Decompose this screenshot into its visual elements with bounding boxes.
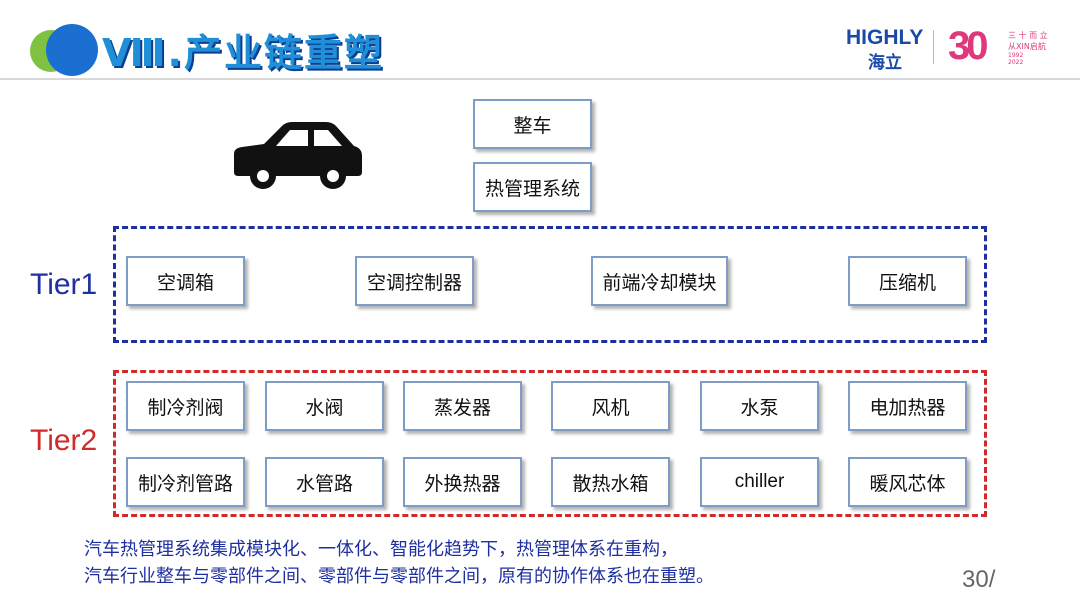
anniversary-slogan-2: 从XIN启航 [1008, 42, 1046, 51]
tier1-label: Tier1 [30, 268, 98, 301]
anniversary-year-start: 1992 [1008, 52, 1024, 59]
tier2-node-heater-core: 暖风芯体 [848, 457, 967, 507]
footer-text-line1: 汽车热管理系统集成模块化、一体化、智能化趋势下，热管理体系在重构， [84, 539, 678, 560]
tier2-node-evaporator: 蒸发器 [403, 381, 522, 431]
node-vehicle: 整车 [473, 99, 592, 149]
header-divider [0, 78, 1080, 80]
tier1-node-ac-controller: 空调控制器 [355, 256, 474, 306]
node-thermal-management-system: 热管理系统 [473, 162, 592, 212]
page-title: Ⅷ.产业链重塑 [102, 31, 384, 75]
tier2-label: Tier2 [30, 424, 98, 457]
tier2-node-electric-heater: 电加热器 [848, 381, 967, 431]
tier2-node-refrigerant-piping: 制冷剂管路 [126, 457, 245, 507]
footer-text-line2: 汽车行业整车与零部件之间、零部件与零部件之间，原有的协作体系也在重塑。 [84, 566, 714, 587]
brand-logo-cn: 海立 [868, 53, 902, 73]
tier2-node-refrigerant-valve: 制冷剂阀 [126, 381, 245, 431]
page-number: 30/ [962, 566, 996, 593]
tier2-node-chiller: chiller [700, 457, 819, 507]
tier2-node-water-piping: 水管路 [265, 457, 384, 507]
tier1-node-compressor: 压缩机 [848, 256, 967, 306]
tier2-node-radiator: 散热水箱 [551, 457, 670, 507]
tier2-node-fan: 风机 [551, 381, 670, 431]
tier2-node-water-pump: 水泵 [700, 381, 819, 431]
tier1-group [113, 226, 987, 343]
brand-divider [933, 30, 934, 64]
anniversary-logo: 30 [948, 24, 988, 68]
anniversary-year-end: 2022 [1008, 59, 1024, 66]
brand-logo-en: HIGHLY [846, 26, 924, 49]
tier1-node-front-cooling-module: 前端冷却模块 [591, 256, 728, 306]
car-icon [234, 122, 362, 189]
anniversary-slogan: 三 十 而 立 [1008, 31, 1048, 40]
logo-circle-blue [46, 24, 98, 76]
tier2-group [113, 370, 987, 517]
tier2-node-outer-heat-exchanger: 外换热器 [403, 457, 522, 507]
tier2-node-water-valve: 水阀 [265, 381, 384, 431]
tier1-node-hvac-box: 空调箱 [126, 256, 245, 306]
